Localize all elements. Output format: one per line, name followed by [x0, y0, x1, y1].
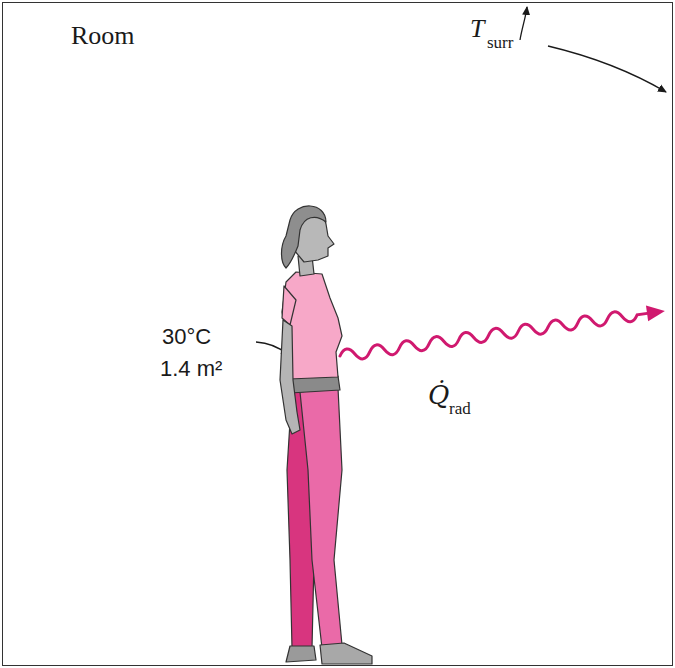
room-label: Room — [71, 23, 135, 49]
subscript: rad — [449, 400, 471, 417]
radiation-wave — [339, 303, 666, 364]
temperature-symbol: T — [470, 16, 484, 42]
leader-line — [520, 7, 527, 40]
temperature-value: 30°C — [162, 326, 211, 348]
leader-line — [548, 46, 666, 92]
person-figure — [280, 206, 372, 664]
area-value: 1.4 m² — [160, 358, 222, 380]
heat-rate-symbol: Q̇ — [428, 382, 449, 408]
subscript: surr — [487, 34, 513, 51]
